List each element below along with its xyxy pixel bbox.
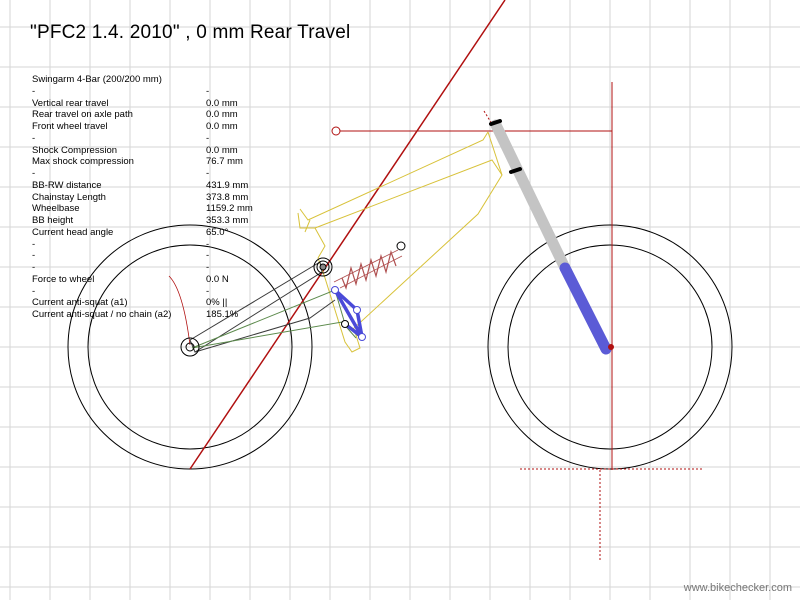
stats-value: 0% ||	[206, 297, 228, 309]
front-axle	[608, 344, 614, 350]
instant-center-marker	[331, 126, 341, 136]
rear-shock	[333, 241, 406, 290]
stats-value: 373.8 mm	[206, 191, 249, 203]
stats-value: -	[206, 250, 210, 262]
stats-value: 0.0 N	[206, 273, 229, 285]
rocker-link	[331, 286, 366, 341]
footer-watermark: www.bikechecker.com	[683, 582, 792, 594]
stats-label: Current anti-squat / no chain (a2)	[32, 309, 172, 320]
stats-label: Current head angle	[32, 226, 114, 238]
anti-squat-line	[189, 0, 506, 470]
stats-value: 0.0 mm	[206, 144, 238, 156]
stats-label: -	[32, 238, 36, 250]
fork-dotted-line	[483, 110, 493, 125]
axle-path-arc	[168, 275, 191, 346]
stats-label: BB-RW distance	[32, 179, 102, 191]
stats-label: -	[32, 168, 36, 179]
stats-value: 76.7 mm	[206, 156, 243, 168]
stats-label: -	[32, 285, 36, 297]
stats-label: -	[32, 250, 36, 262]
stats-label: Swingarm 4-Bar (200/200 mm)	[32, 74, 162, 85]
main-pivot	[313, 257, 333, 277]
stats-value: -	[206, 262, 210, 273]
stats-value: 185.1%	[206, 309, 239, 320]
page-title: "PFC2 1.4. 2010" , 0 mm Rear Travel	[30, 22, 351, 43]
stats-value: 1159.2 mm	[206, 203, 253, 215]
stats-value: -	[206, 285, 210, 297]
stats-label: -	[32, 132, 36, 144]
stats-label: Force to wheel	[32, 273, 95, 285]
stats-value: -	[206, 238, 210, 250]
stats-value: 0.0 mm	[206, 97, 238, 109]
shock-top-eye	[396, 241, 406, 251]
rear-axle-pivot	[180, 337, 200, 357]
stats-value: 353.3 mm	[206, 215, 249, 226]
headset-cap-top	[489, 119, 502, 126]
stats-value: -	[206, 168, 210, 179]
construction-lines	[168, 0, 702, 560]
stats-value: -	[206, 85, 210, 97]
stats-value: 0.0 mm	[206, 109, 238, 121]
stats-label: Wheelbase	[32, 203, 80, 215]
stats-label: Shock Compression	[32, 144, 118, 156]
stats-value: 431.9 mm	[206, 179, 249, 191]
stats-value: -	[206, 132, 210, 144]
stats-label: Rear travel on axle path	[32, 109, 133, 121]
shock-spring	[341, 249, 397, 290]
fork	[489, 119, 614, 355]
stats-label: -	[32, 262, 36, 273]
stats-label: BB height	[32, 215, 74, 226]
stats-label: Chainstay Length	[32, 191, 106, 203]
front-triangle	[297, 131, 503, 353]
fork-lower-leg	[559, 262, 612, 355]
fork-upper-tube	[490, 119, 571, 274]
stats-value: 0.0 mm	[206, 121, 238, 132]
stats-label: Vertical rear travel	[32, 97, 109, 109]
stats-label: Current anti-squat (a1)	[32, 297, 128, 309]
stats-label: Front wheel travel	[32, 121, 108, 132]
stats-value: 65.0°	[206, 226, 229, 238]
headset-cap-bottom	[509, 167, 522, 174]
stats-label: -	[32, 85, 36, 97]
stats-label: Max shock compression	[32, 156, 134, 168]
